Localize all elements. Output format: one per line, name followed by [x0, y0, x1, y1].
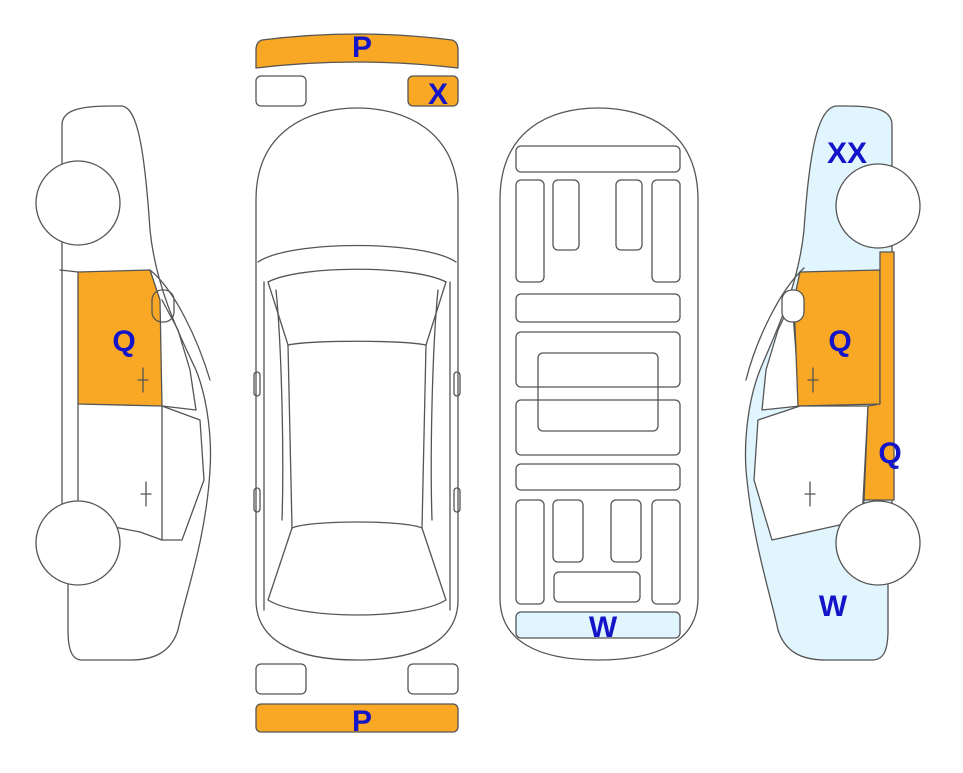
right-side-view: XX Q Q W — [744, 105, 921, 661]
left-front-door-panel — [77, 269, 163, 407]
cabin-rear-panel — [515, 611, 681, 639]
label-right-front-fender: XX — [827, 137, 867, 170]
left-headlamp — [255, 75, 307, 107]
left-rear-handle — [140, 481, 152, 507]
right-rear-handle — [804, 481, 816, 507]
top-view: P X P — [253, 31, 461, 738]
label-right-rear-quarter: W — [819, 590, 848, 623]
label-rear-bumper: P — [352, 705, 372, 738]
rear-bumper-panel — [255, 703, 459, 733]
left-rear-wheel — [35, 500, 121, 586]
right-rear-wheel — [835, 500, 921, 586]
label-cabin-rear-panel: W — [589, 611, 618, 644]
cabin-view: W — [499, 107, 699, 661]
left-front-handle — [137, 367, 149, 393]
top-body-outline — [255, 107, 459, 661]
left-side-view: Q — [35, 105, 212, 661]
right-mirror — [781, 289, 805, 323]
front-bumper-panel — [255, 33, 459, 69]
right-front-wheel — [835, 163, 921, 249]
left-body-outline — [61, 105, 212, 661]
right-headlamp-panel — [407, 75, 459, 107]
right-front-handle — [807, 367, 819, 393]
right-taillamp — [407, 663, 459, 695]
left-front-wheel — [35, 160, 121, 246]
left-mirror — [151, 289, 175, 323]
label-right-rear-door: Q — [878, 437, 901, 470]
left-taillamp — [255, 663, 307, 695]
cabin-outline — [499, 107, 699, 661]
label-right-front-door: Q — [828, 325, 851, 358]
label-right-headlamp: X — [428, 78, 448, 111]
label-front-bumper: P — [352, 31, 372, 64]
label-left-front-door: Q — [112, 325, 135, 358]
